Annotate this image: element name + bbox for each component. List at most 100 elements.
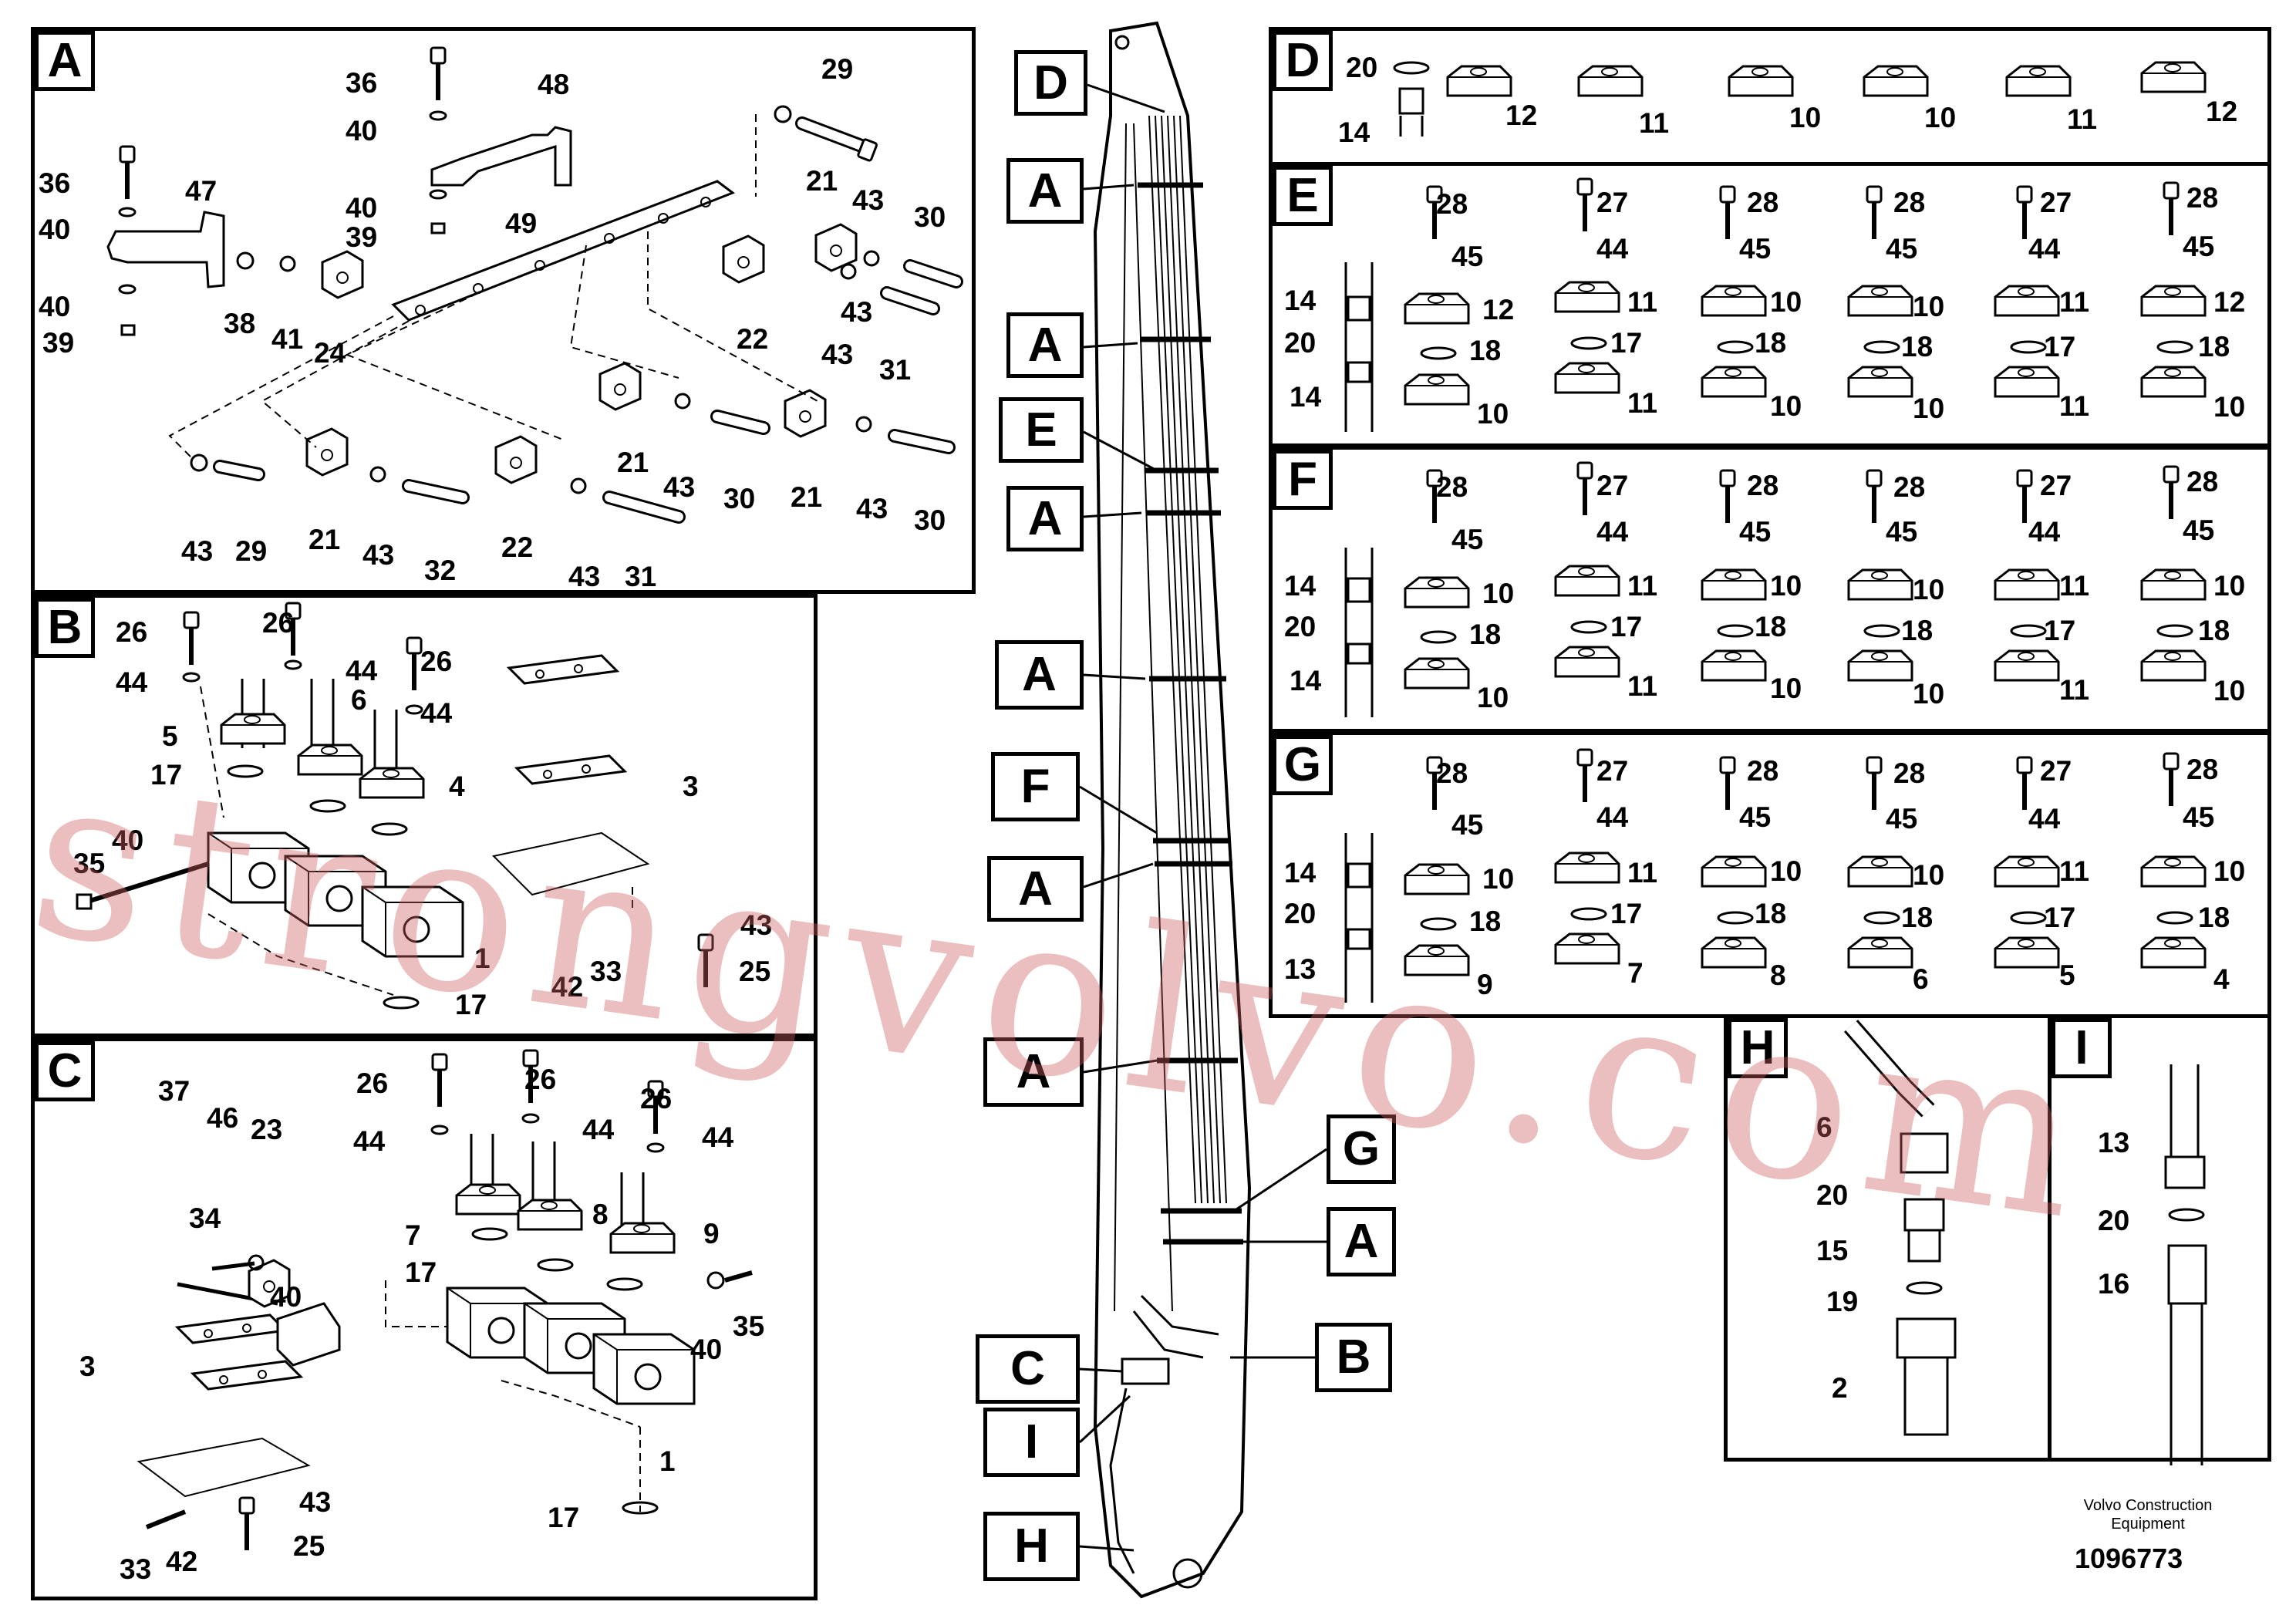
part-number-a: 49 <box>505 207 538 239</box>
part-number-c: 7 <box>405 1219 421 1251</box>
part-number-g: 10 <box>2213 855 2246 887</box>
part-number-g: 13 <box>1284 953 1317 985</box>
part-number-e: 20 <box>1284 327 1317 359</box>
part-number-g: 18 <box>1469 905 1502 937</box>
part-number-a: 40 <box>346 192 378 224</box>
part-number-g: 18 <box>2198 902 2230 933</box>
part-number-b: 44 <box>346 655 378 686</box>
part-number-g: 18 <box>1901 902 1934 933</box>
part-number-c: 37 <box>158 1075 190 1107</box>
boom-tag-a-4[interactable]: A <box>995 640 1084 710</box>
part-number-g: 44 <box>2028 803 2061 835</box>
part-number-e: 28 <box>1893 187 1926 218</box>
part-number-b: 33 <box>590 956 622 987</box>
part-number-e: 44 <box>2028 233 2061 265</box>
boom-tag-e[interactable]: E <box>999 397 1084 463</box>
boom-tag-a-1[interactable]: A <box>1006 158 1084 224</box>
panel-i-drawing <box>2164 1064 2207 1465</box>
boom-tag-b[interactable]: B <box>1315 1323 1392 1392</box>
part-number-f: 17 <box>1610 611 1643 642</box>
part-number-g: 45 <box>1886 803 1918 835</box>
panel-c-tag: C <box>35 1041 95 1101</box>
brand-line-2: Equipment <box>2111 1516 2185 1533</box>
boom-tag-a-3[interactable]: A <box>1006 486 1084 551</box>
boom-tag-a-2[interactable]: A <box>1006 312 1084 378</box>
part-number-b: 1 <box>474 943 491 974</box>
part-number-f: 27 <box>2040 470 2072 501</box>
part-number-f: 10 <box>1482 578 1515 609</box>
part-number-d: 10 <box>1789 102 1822 133</box>
part-number-e: 12 <box>1482 294 1515 325</box>
part-number-g: 28 <box>1893 757 1926 789</box>
panel-d-tag: D <box>1273 31 1333 91</box>
part-number-e: 11 <box>2059 390 2090 422</box>
boom-tag-f[interactable]: F <box>991 752 1080 821</box>
part-number-f: 45 <box>1739 516 1772 548</box>
part-number-a: 39 <box>42 327 75 359</box>
part-number-e: 28 <box>1747 187 1779 218</box>
part-number-g: 27 <box>1596 755 1629 787</box>
part-number-f: 18 <box>1901 615 1934 646</box>
part-number-g: 6 <box>1913 963 1929 995</box>
part-number-c: 44 <box>353 1125 386 1157</box>
part-number-g: 8 <box>1770 959 1786 991</box>
part-number-a: 21 <box>791 481 823 513</box>
part-number-e: 11 <box>1627 387 1658 419</box>
part-number-c: 1 <box>659 1445 676 1477</box>
part-number-a: 22 <box>737 323 769 355</box>
part-number-c: 23 <box>251 1114 283 1145</box>
document-number: 1096773 <box>2075 1543 2183 1574</box>
part-number-g: 27 <box>2040 755 2072 787</box>
part-number-c: 42 <box>166 1546 198 1577</box>
part-number-e: 27 <box>2040 187 2072 218</box>
part-number-a: 30 <box>723 483 756 514</box>
part-number-e: 28 <box>2186 182 2219 214</box>
part-number-h: 19 <box>1826 1286 1859 1317</box>
brand-name: Volvo Construction Equipment <box>2055 1496 2240 1533</box>
boom-tag-a-6[interactable]: A <box>983 1037 1084 1107</box>
part-number-f: 10 <box>1913 574 1945 605</box>
boom-tag-c[interactable]: C <box>976 1334 1080 1404</box>
part-number-g: 45 <box>1451 809 1484 841</box>
boom-tag-h[interactable]: H <box>983 1512 1080 1581</box>
part-number-c: 46 <box>207 1102 239 1134</box>
part-number-f: 18 <box>1469 619 1502 650</box>
part-number-i: 16 <box>2098 1268 2130 1300</box>
part-number-e: 10 <box>1770 286 1802 318</box>
brand-line-1: Volvo Construction <box>2083 1497 2213 1514</box>
part-number-e: 45 <box>1451 241 1484 272</box>
part-number-f: 44 <box>1596 516 1629 548</box>
part-number-f: 18 <box>1755 611 1787 642</box>
boom-tag-a-7[interactable]: A <box>1327 1207 1396 1276</box>
part-number-b: 3 <box>683 771 699 802</box>
boom-tag-d[interactable]: D <box>1014 50 1087 116</box>
part-number-e: 28 <box>1436 188 1468 220</box>
boom-tag-i[interactable]: I <box>983 1408 1080 1477</box>
part-number-g: 17 <box>2044 902 2076 933</box>
panel-b <box>31 594 818 1037</box>
part-number-b: 5 <box>162 720 178 752</box>
part-number-e: 11 <box>2059 286 2090 318</box>
part-number-c: 8 <box>592 1199 609 1230</box>
part-number-i: 20 <box>2098 1205 2130 1236</box>
part-number-a: 40 <box>39 291 71 322</box>
part-number-h: 20 <box>1816 1179 1849 1211</box>
part-number-g: 17 <box>1610 898 1643 929</box>
boom-tag-g[interactable]: G <box>1327 1114 1396 1184</box>
part-number-e: 14 <box>1284 285 1317 316</box>
part-number-c: 9 <box>703 1218 720 1249</box>
part-number-a: 43 <box>362 539 395 571</box>
part-number-f: 14 <box>1284 570 1317 602</box>
panel-f-tag: F <box>1273 450 1333 510</box>
part-number-a: 29 <box>235 535 268 567</box>
boom-tag-a-5[interactable]: A <box>987 856 1084 922</box>
part-number-g: 11 <box>1627 857 1658 889</box>
part-number-c: 26 <box>524 1064 557 1095</box>
part-number-f: 45 <box>1451 524 1484 555</box>
part-number-a: 24 <box>314 337 346 369</box>
part-number-e: 45 <box>2183 231 2215 262</box>
part-number-b: 26 <box>420 646 453 677</box>
part-number-a: 43 <box>841 296 873 328</box>
part-number-a: 43 <box>663 471 696 503</box>
part-number-f: 10 <box>2213 570 2246 602</box>
